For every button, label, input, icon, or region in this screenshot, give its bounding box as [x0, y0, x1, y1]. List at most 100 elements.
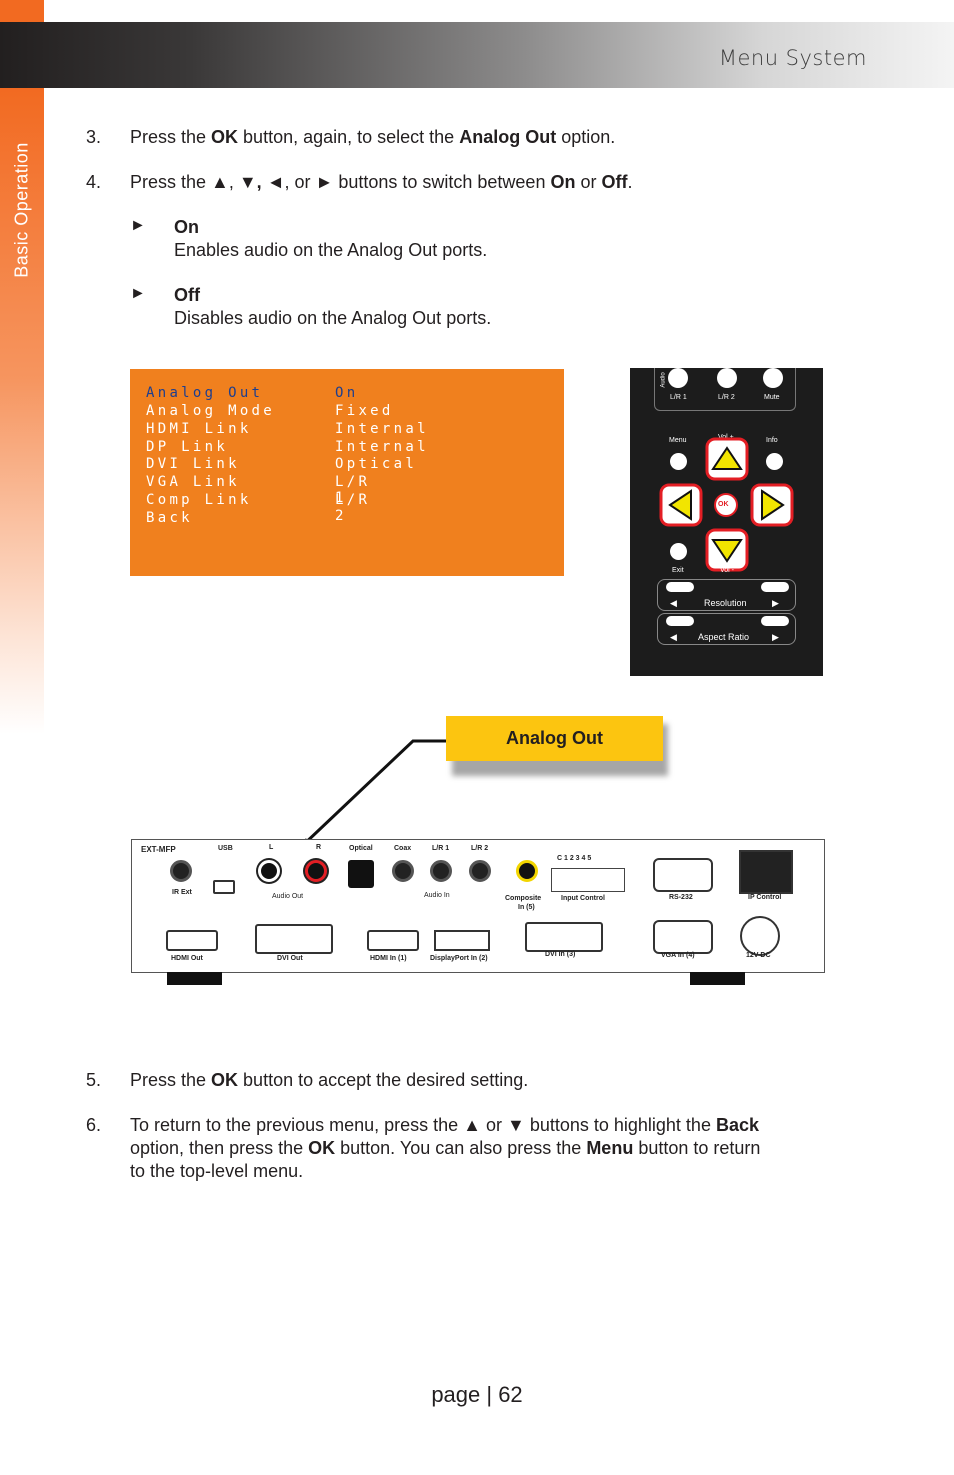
- aspect-left-button[interactable]: [666, 616, 694, 626]
- lr1-jack: [430, 860, 452, 882]
- mute-button[interactable]: [763, 368, 783, 388]
- usb-label: USB: [218, 845, 233, 852]
- exit-label: Exit: [672, 567, 684, 574]
- section-title: Menu System: [718, 46, 867, 70]
- input-control-terminal: [551, 868, 625, 892]
- device-foot: [690, 972, 745, 985]
- ir-ext-jack: [170, 860, 192, 882]
- step-text: Press the OK button to accept the desire…: [130, 1070, 529, 1090]
- rs232-port: [653, 858, 713, 892]
- menu-button[interactable]: [670, 453, 687, 470]
- hdmi-out-label: HDMI Out: [171, 955, 203, 962]
- lr2-button[interactable]: [717, 368, 737, 388]
- displayport-in-label: DisplayPort In (2): [430, 955, 488, 962]
- aspect-ratio-label: Aspect Ratio: [698, 632, 750, 642]
- ip-control-label: IP Control: [748, 894, 782, 901]
- lr1-button[interactable]: [668, 368, 688, 388]
- composite-label-2: In (5): [518, 904, 535, 911]
- lr1-label: L/R 1: [432, 845, 450, 852]
- exit-button[interactable]: [670, 543, 687, 560]
- vga-in-label: VGA In (4): [661, 952, 695, 959]
- optical-label: Optical: [349, 845, 373, 852]
- hdmi-in-port: [367, 930, 419, 951]
- lr2-jack: [469, 860, 491, 882]
- coax-jack: [392, 860, 414, 882]
- l-label: L: [269, 844, 274, 851]
- mute-label: Mute: [764, 394, 780, 401]
- analog-out-l-jack: [258, 860, 280, 882]
- step-number: 4.: [86, 172, 102, 192]
- audio-out-label: Audio Out: [272, 893, 304, 900]
- vol-minus-label: Vol -: [720, 567, 735, 574]
- right-arrow-icon: ▶: [772, 632, 779, 642]
- ip-control-port: [739, 850, 793, 894]
- resolution-right-button[interactable]: [761, 582, 789, 592]
- step-text: Press the ▲, ▼, ◄, or ► buttons to switc…: [130, 172, 633, 192]
- dc-label: 12V DC: [746, 952, 771, 959]
- hdmi-out-port: [166, 930, 218, 951]
- side-tab: [0, 88, 44, 734]
- step-text: Press the OK button, again, to select th…: [130, 127, 616, 147]
- audio-in-label: Audio In: [424, 892, 450, 899]
- r-label: R: [316, 844, 322, 851]
- optical-port: [348, 860, 374, 888]
- remote-control: Audio L/R 1 L/R 2 Mute Menu Vol + Info O…: [630, 368, 823, 676]
- displayport-in-port: [434, 930, 490, 951]
- resolution-left-button[interactable]: [666, 582, 694, 592]
- analog-out-callout: Analog Out: [446, 716, 663, 761]
- info-label: Info: [766, 437, 778, 444]
- step-text: To return to the previous menu, press th…: [130, 1115, 761, 1181]
- step-number: 5.: [86, 1070, 102, 1090]
- composite-jack: [516, 860, 538, 882]
- dvi-in-port: [525, 922, 603, 952]
- vga-in-port: [653, 920, 713, 954]
- resolution-group: [657, 579, 796, 611]
- dvi-out-label: DVI Out: [277, 955, 303, 962]
- model-label: EXT-MFP: [141, 845, 176, 854]
- left-arrow-icon: ◀: [670, 598, 677, 608]
- lr2-label: L/R 2: [718, 394, 735, 401]
- composite-label: Composite: [505, 895, 542, 902]
- info-button[interactable]: [766, 453, 783, 470]
- menu-row: Back: [146, 510, 193, 526]
- hdmi-in-label: HDMI In (1): [370, 955, 407, 962]
- pins-label: C 1 2 3 4 5: [557, 855, 592, 862]
- aspect-right-button[interactable]: [761, 616, 789, 626]
- device-rear-panel: EXT-MFP USB L R Optical Coax L/R 1 L/R 2…: [131, 839, 825, 973]
- left-arrow-icon: ◀: [670, 632, 677, 642]
- bullet-arrow-icon: ►: [130, 217, 146, 234]
- rs232-label: RS-232: [669, 894, 693, 901]
- step-number: 6.: [86, 1115, 102, 1135]
- device-foot: [167, 972, 222, 985]
- ir-ext-label: IR Ext: [172, 889, 192, 896]
- aspect-group: [657, 613, 796, 645]
- menu-label: Menu: [669, 437, 687, 444]
- right-arrow-icon: ▶: [772, 598, 779, 608]
- step-number: 3.: [86, 127, 102, 147]
- bullet-arrow-icon: ►: [130, 285, 146, 302]
- dc-power-port: [740, 916, 780, 956]
- header-accent: [0, 0, 44, 22]
- analog-out-r-jack: [305, 860, 327, 882]
- lr2-label: L/R 2: [471, 845, 489, 852]
- lr1-label: L/R 1: [670, 394, 687, 401]
- dpad-icon: [659, 437, 794, 572]
- resolution-label: Resolution: [704, 598, 747, 608]
- coax-label: Coax: [394, 845, 412, 852]
- ok-button[interactable]: OK: [718, 501, 729, 508]
- dvi-in-label: DVI In (3): [545, 951, 576, 958]
- usb-port: [213, 880, 235, 894]
- dvi-out-port: [255, 924, 333, 954]
- header-bar: [0, 22, 954, 88]
- input-control-label: Input Control: [561, 895, 605, 902]
- page-number: page | 62: [431, 1382, 523, 1407]
